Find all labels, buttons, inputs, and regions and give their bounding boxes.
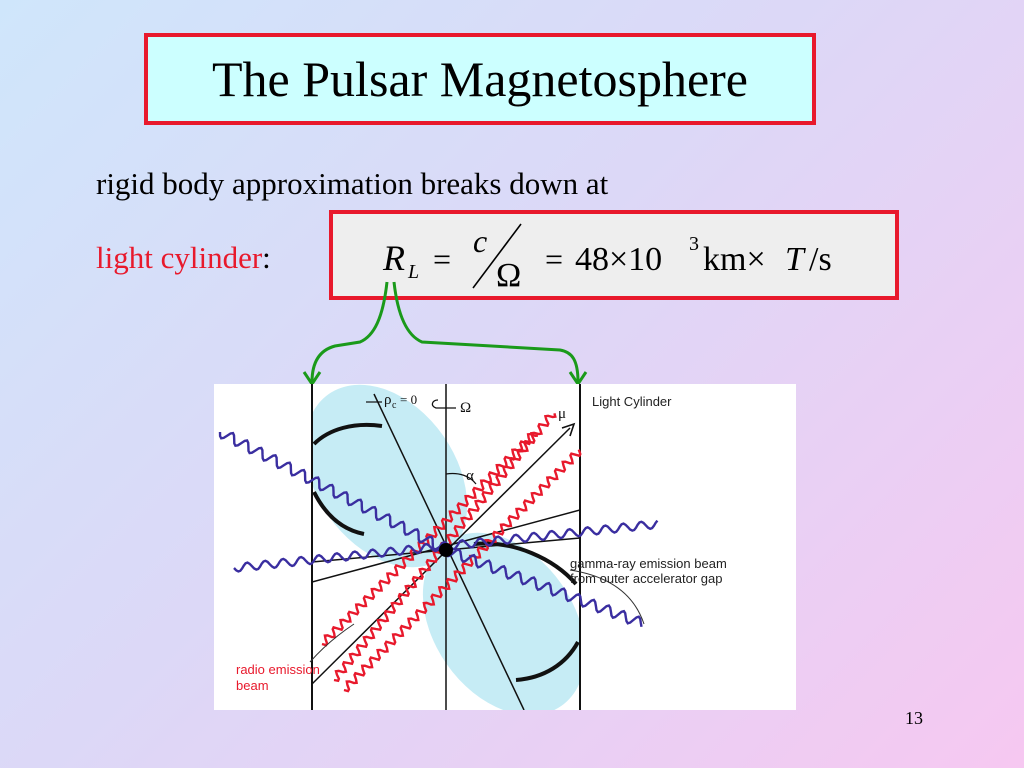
magnetosphere-diagram: Light Cylinder gamma-ray emission beam f… — [214, 384, 796, 710]
omega-symbol: Ω — [460, 400, 471, 416]
radio-wave-3 — [321, 432, 538, 647]
rho-symbol: ρ — [384, 392, 392, 408]
alpha-arc — [445, 472, 477, 485]
brace-left-arm — [310, 281, 389, 383]
closed-field-lobes — [312, 384, 580, 710]
formula-equals-1: = — [433, 241, 451, 277]
gamma-label-2: from outer accelerator gap — [570, 571, 722, 586]
formula-c: c — [473, 223, 487, 259]
mu-symbol: μ — [558, 406, 566, 422]
outer-gap-arc-upper — [312, 422, 383, 446]
upper-lobe — [312, 384, 468, 568]
formula-L-subscript: L — [407, 261, 419, 283]
gamma-pointer — [569, 569, 645, 625]
rho-subscript: c — [392, 400, 397, 411]
mu-arrow-head — [561, 422, 576, 437]
gamma-wave-2 — [233, 519, 659, 573]
magnetic-axis — [312, 427, 571, 685]
formula-R: R — [382, 238, 405, 278]
light-cylinder-label: Light Cylinder — [592, 394, 672, 409]
slide-title: The Pulsar Magnetosphere — [212, 51, 748, 107]
radio-pointer — [309, 623, 355, 663]
neutron-star — [439, 543, 453, 557]
formula-T: T — [785, 241, 806, 278]
light-cylinder-text: light cylinder: — [96, 240, 271, 276]
formula-exponent: 3 — [689, 233, 699, 255]
brace-right-arm — [392, 281, 580, 383]
formula-value: 48×10 — [575, 241, 662, 278]
intro-text: rigid body approximation breaks down at — [96, 166, 609, 201]
lower-lobe — [422, 532, 580, 710]
radio-label-2: beam — [236, 678, 269, 693]
title-box: The Pulsar Magnetosphere — [144, 33, 816, 125]
rho-equals-zero: = 0 — [400, 392, 417, 407]
formula-equals-2: = — [545, 241, 563, 277]
formula-units-s: /s — [809, 241, 832, 278]
radio-wave-2 — [343, 449, 582, 693]
gamma-label-1: gamma-ray emission beam — [570, 556, 727, 571]
outer-gap-arc-upper-left — [312, 491, 365, 536]
light-cylinder-formula: R L = c Ω = 48×10 3 km× T /s — [382, 223, 832, 294]
light-cylinder-term: light cylinder — [96, 240, 263, 275]
formula-box: R L = c Ω = 48×10 3 km× T /s — [329, 210, 899, 300]
formula-fraction-slash — [472, 223, 522, 289]
alpha-symbol: α — [466, 468, 474, 484]
colon: : — [262, 240, 271, 275]
formula-omega: Ω — [496, 257, 521, 294]
outer-gap-arc-lower-right — [515, 641, 580, 682]
gamma-wave-1 — [218, 431, 448, 551]
formula-units-km: km× — [703, 241, 766, 278]
radio-label-1: radio emission — [236, 662, 320, 677]
rotation-arrow-icon — [431, 399, 456, 409]
page-number: 13 — [905, 708, 923, 728]
gamma-wave-3 — [444, 548, 643, 628]
